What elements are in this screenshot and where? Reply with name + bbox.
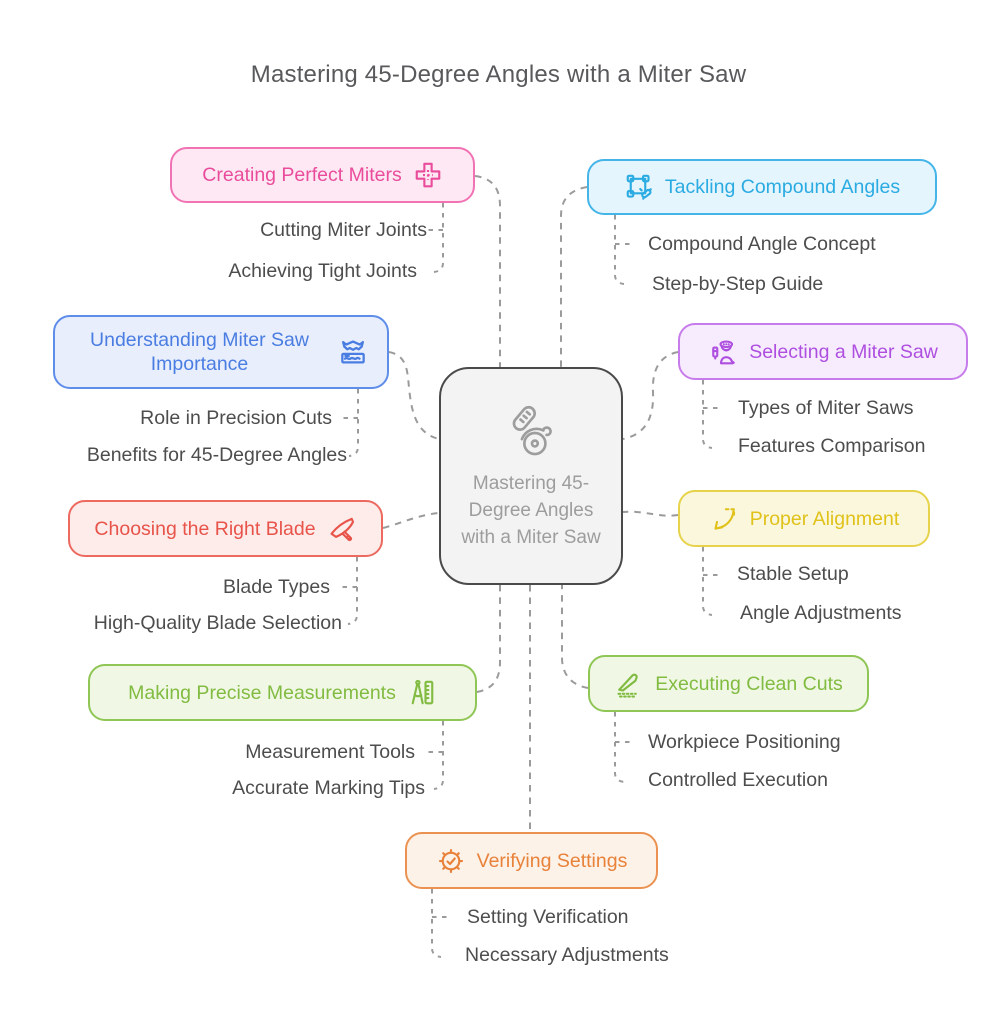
sub-item-controlled-execution: Controlled Execution: [648, 769, 828, 791]
branch-label: Choosing the Right Blade: [94, 517, 316, 540]
center-node: Mastering 45-Degree Angles with a Miter …: [439, 367, 623, 585]
sub-item-accurate-marking-tips: Accurate Marking Tips: [232, 777, 425, 799]
branch-label: Tackling Compound Angles: [664, 176, 901, 198]
branch-label: Selecting a Miter Saw: [749, 340, 938, 363]
cross-icon: [413, 160, 443, 190]
branch-label: Understanding Miter Saw Importance: [90, 329, 309, 375]
sub-item-step-by-step-guide: Step-by-Step Guide: [652, 273, 824, 295]
sub-item-cutting-miter-joints: Cutting Miter Joints: [260, 219, 427, 241]
sub-item-angle-adjustments: Angle Adjustments: [740, 602, 902, 624]
branch-node-making-precise-measurements: Making Precise Measurements: [88, 664, 477, 721]
branch-node-executing-clean-cuts: Executing Clean Cuts: [588, 655, 869, 712]
sub-item-stable-setup: Stable Setup: [737, 563, 849, 585]
branch-label: Creating Perfect Miters: [202, 164, 402, 186]
sub-item-workpiece-positioning: Workpiece Positioning: [648, 731, 841, 753]
branch-label: Making Precise Measurements: [128, 681, 396, 704]
sub-item-high-quality-blade-selection: High-Quality Blade Selection: [93, 612, 342, 634]
branch-node-choosing-the-right-blade: Choosing the Right Blade: [68, 500, 383, 557]
gear-check-icon: [436, 846, 466, 876]
center-label: Mastering 45-Degree Angles with a Miter …: [461, 472, 601, 548]
sub-item-types-of-miter-saws: Types of Miter Saws: [738, 397, 914, 419]
sub-item-compound-angle-concept: Compound Angle Concept: [648, 233, 876, 255]
branch-label: Executing Clean Cuts: [655, 672, 843, 695]
scalpel-icon: [614, 669, 644, 699]
sub-item-blade-types: Blade Types: [223, 576, 330, 598]
carpenter-icon: [708, 337, 738, 367]
sub-item-role-in-precision-cuts: Role in Precision Cuts: [140, 407, 332, 429]
branch-node-selecting-a-miter-saw: Selecting a Miter Saw: [678, 323, 968, 380]
sub-item-measurement-tools: Measurement Tools: [245, 741, 415, 763]
saw-wood-icon: [337, 336, 369, 368]
knife-icon: [327, 514, 357, 544]
angle-arrow-icon: [709, 504, 739, 534]
page-title: Mastering 45-Degree Angles with a Miter …: [250, 61, 747, 88]
branch-label: Proper Alignment: [749, 507, 900, 530]
branch-label: Verifying Settings: [476, 849, 628, 872]
transform-icon: [624, 172, 654, 202]
circular-saw-icon: [500, 402, 562, 464]
compass-ruler-icon: [407, 678, 437, 708]
sub-item-benefits-45-degree: Benefits for 45-Degree Angles: [86, 444, 347, 466]
branch-node-proper-alignment: Proper Alignment: [678, 490, 930, 547]
branch-node-understanding-miter-saw-importance: Understanding Miter Saw Importance: [53, 315, 389, 389]
branch-node-verifying-settings: Verifying Settings: [405, 832, 658, 889]
sub-item-necessary-adjustments: Necessary Adjustments: [465, 944, 669, 966]
branch-node-tackling-compound-angles: Tackling Compound Angles: [587, 159, 937, 215]
sub-item-setting-verification: Setting Verification: [467, 906, 629, 928]
sub-item-achieving-tight-joints: Achieving Tight Joints: [228, 260, 417, 282]
branch-node-creating-perfect-miters: Creating Perfect Miters: [170, 147, 475, 203]
sub-item-features-comparison: Features Comparison: [738, 435, 926, 457]
